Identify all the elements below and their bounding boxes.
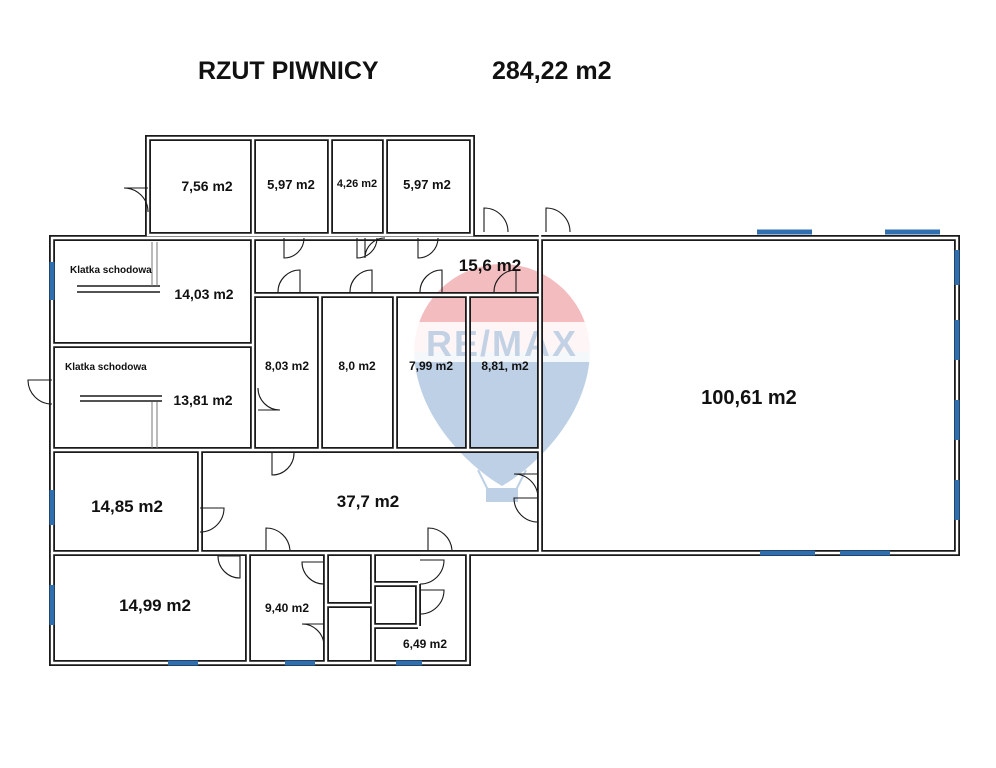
room-area-stair-lower: 13,81 m2 — [173, 392, 232, 408]
room-area-c2: 8,0 m2 — [338, 359, 376, 373]
room-area-r2: 5,97 m2 — [267, 177, 315, 192]
room-area-c4: 8,81, m2 — [481, 359, 529, 373]
room-area-middle-hall: 37,7 m2 — [337, 492, 399, 511]
room-area-corridor-top: 15,6 m2 — [459, 256, 521, 275]
room-area-bottom-small: 9,40 m2 — [265, 601, 309, 615]
stairs-lower — [80, 395, 162, 448]
room-area-r3: 4,26 m2 — [337, 178, 377, 190]
room-area-r4: 5,97 m2 — [403, 177, 451, 192]
room-area-stair-upper: 14,03 m2 — [174, 286, 233, 302]
room-area-left-mid: 14,85 m2 — [91, 497, 163, 516]
stairs-upper — [77, 242, 160, 293]
total-area: 284,22 m2 — [492, 57, 612, 85]
doors — [27, 187, 571, 647]
windows — [49, 229, 960, 666]
stair-label-upper: Klatka schodowa — [70, 265, 152, 276]
walls-inner — [50, 136, 959, 665]
room-area-large-hall: 100,61 m2 — [701, 387, 797, 409]
plan-title: RZUT PIWNICY — [198, 57, 379, 85]
room-labels: 7,56 m2 5,97 m2 4,26 m2 5,97 m2 15,6 m2 … — [91, 177, 797, 651]
room-area-bottom-right: 6,49 m2 — [403, 637, 447, 651]
watermark-brand: RE/MAX — [426, 323, 578, 364]
remax-balloon-logo: RE/MAX — [410, 264, 594, 502]
room-area-c1: 8,03 m2 — [265, 359, 309, 373]
stair-label-lower: Klatka schodowa — [65, 362, 147, 373]
room-area-left-bottom: 14,99 m2 — [119, 596, 191, 615]
room-area-r1: 7,56 m2 — [181, 178, 233, 194]
room-area-c3: 7,99 m2 — [409, 359, 453, 373]
